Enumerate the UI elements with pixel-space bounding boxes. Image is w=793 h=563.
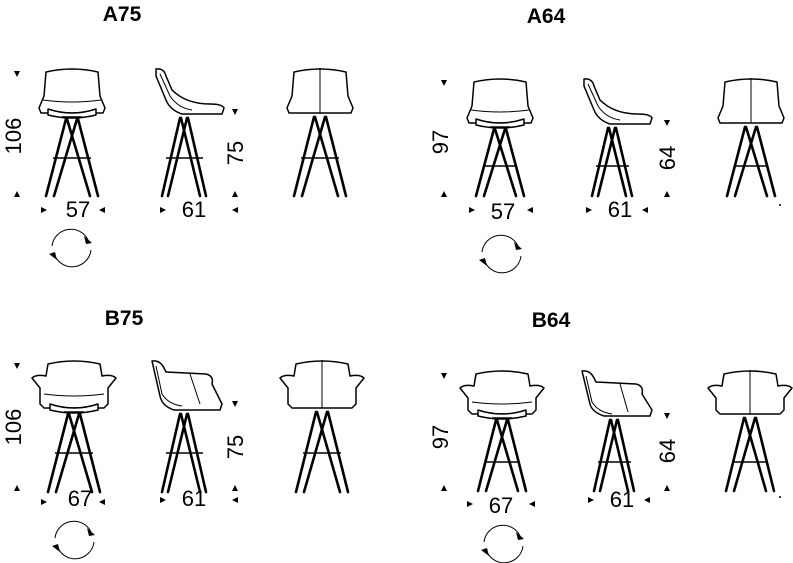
depth-label: 61 bbox=[182, 486, 206, 511]
model-title: A64 bbox=[527, 5, 566, 28]
dimension-arrow bbox=[527, 207, 533, 213]
width-label: 67 bbox=[68, 486, 92, 511]
dimension-arrow bbox=[441, 191, 447, 197]
dimension-arrow bbox=[664, 413, 670, 419]
dot-mark bbox=[779, 204, 781, 206]
dimension-arrow bbox=[14, 191, 20, 197]
dimension-arrow bbox=[664, 120, 670, 126]
dimension-arrow bbox=[160, 207, 166, 213]
dimension-arrow bbox=[644, 497, 650, 503]
dimension-arrow bbox=[99, 207, 105, 213]
depth-label: 61 bbox=[608, 197, 632, 222]
dimension-arrow bbox=[467, 501, 473, 507]
dot-mark bbox=[779, 496, 781, 498]
seat-height-label: 75 bbox=[223, 141, 248, 165]
side-view bbox=[155, 68, 225, 198]
swivel-rotation-icon bbox=[52, 520, 95, 560]
dimension-arrow bbox=[529, 501, 535, 507]
back-view bbox=[279, 360, 365, 494]
back-view bbox=[707, 370, 793, 493]
dimension-arrow bbox=[441, 80, 447, 86]
side-view bbox=[581, 370, 653, 493]
dimension-arrow bbox=[232, 207, 238, 213]
dimension-arrow bbox=[14, 71, 20, 77]
front-view bbox=[459, 370, 545, 493]
side-view bbox=[151, 360, 223, 494]
height-label: 106 bbox=[1, 118, 26, 155]
depth-label: 61 bbox=[182, 197, 206, 222]
dimension-arrow bbox=[642, 207, 648, 213]
width-label: 67 bbox=[489, 493, 513, 518]
model-b64: B64 bbox=[428, 309, 793, 563]
front-view bbox=[466, 78, 534, 198]
height-label: 97 bbox=[428, 425, 453, 449]
dimension-arrow bbox=[469, 207, 475, 213]
dimension-arrow bbox=[14, 485, 20, 491]
dimension-arrow bbox=[664, 485, 670, 491]
height-label: 106 bbox=[1, 409, 26, 446]
model-a75: A75 bbox=[1, 3, 354, 268]
model-title: A75 bbox=[103, 3, 142, 26]
height-label: 97 bbox=[428, 130, 453, 154]
dimension-arrow bbox=[232, 109, 238, 115]
dimension-arrow bbox=[41, 207, 47, 213]
front-view bbox=[31, 360, 117, 494]
seat-height-label: 64 bbox=[655, 146, 680, 170]
dimension-arrow bbox=[160, 497, 166, 503]
width-label: 57 bbox=[491, 199, 515, 224]
seat-height-label: 64 bbox=[655, 439, 680, 463]
swivel-rotation-icon bbox=[479, 234, 522, 274]
dimension-arrow bbox=[41, 499, 47, 505]
dimension-arrow bbox=[14, 363, 20, 369]
dimension-arrow bbox=[232, 485, 238, 491]
width-label: 57 bbox=[66, 197, 90, 222]
swivel-rotation-icon bbox=[481, 524, 524, 563]
dimension-arrow bbox=[232, 401, 238, 407]
dimension-arrow bbox=[441, 485, 447, 491]
side-view bbox=[583, 78, 653, 198]
depth-label: 61 bbox=[610, 487, 634, 512]
dimension-arrow bbox=[664, 191, 670, 197]
swivel-rotation-icon bbox=[49, 228, 92, 268]
dimension-arrow bbox=[99, 499, 105, 505]
model-b75: B75 bbox=[1, 307, 365, 560]
back-view bbox=[286, 68, 354, 198]
model-a64: A64 bbox=[428, 5, 785, 274]
model-title: B64 bbox=[532, 309, 571, 332]
front-view bbox=[38, 68, 106, 198]
seat-height-label: 75 bbox=[223, 435, 248, 459]
model-title: B75 bbox=[105, 307, 144, 330]
dimension-arrow bbox=[232, 191, 238, 197]
dimension-arrow bbox=[586, 207, 592, 213]
dimension-arrow bbox=[588, 497, 594, 503]
back-view bbox=[717, 78, 785, 198]
dimension-arrow bbox=[232, 497, 238, 503]
dimension-arrow bbox=[441, 373, 447, 379]
